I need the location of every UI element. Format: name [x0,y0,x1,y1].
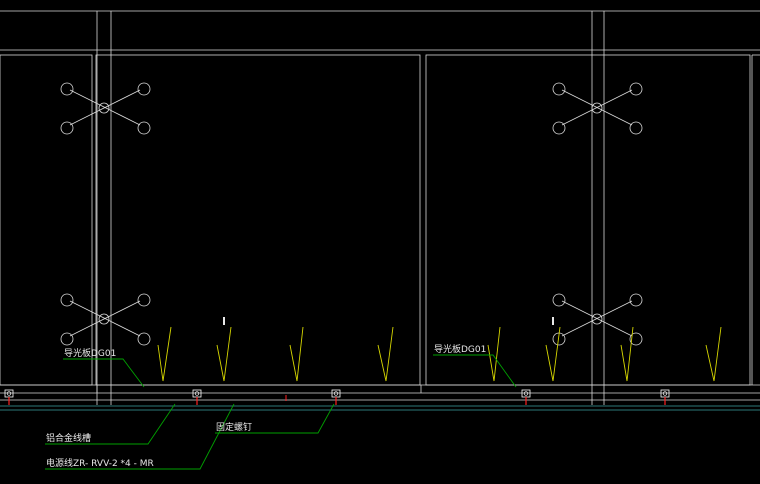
screw-fixture [660,389,670,405]
label-screw: 固定螺钉 [216,421,252,433]
panel-right [425,54,751,386]
suspension-brackets [60,82,643,346]
aluminum-channel [0,384,760,411]
bracket-left-lower [60,293,151,346]
screw-fixture [192,389,202,405]
panel-far-left [0,54,93,386]
bracket-left-upper [60,82,151,135]
label-channel: 铝合金线槽 [46,432,91,444]
fixing-screws [4,389,670,405]
leader-panel-right [433,354,517,388]
label-panel-left: 导光板DG01 [64,347,116,359]
leader-cable [45,403,235,470]
panel-left [95,54,421,386]
label-cable: 电源线ZR- RVV-2 *4 - MR [46,457,154,469]
led-light-rays [157,326,722,382]
column-lines [96,11,605,405]
screw-fixture [4,389,14,405]
leader-panel-left [63,358,145,388]
light-guide-panels [0,54,760,386]
leader-screw [215,403,335,434]
leader-channel [45,403,176,445]
leader-lines [45,354,517,470]
screw-fixture [331,389,341,405]
small-dimension-marks [223,317,554,325]
label-panel-right: 导光板DG01 [434,343,486,355]
bracket-right-upper [552,82,643,135]
bracket-right-lower [552,293,643,346]
top-frame-lines [0,10,760,51]
screw-fixture [521,389,531,405]
